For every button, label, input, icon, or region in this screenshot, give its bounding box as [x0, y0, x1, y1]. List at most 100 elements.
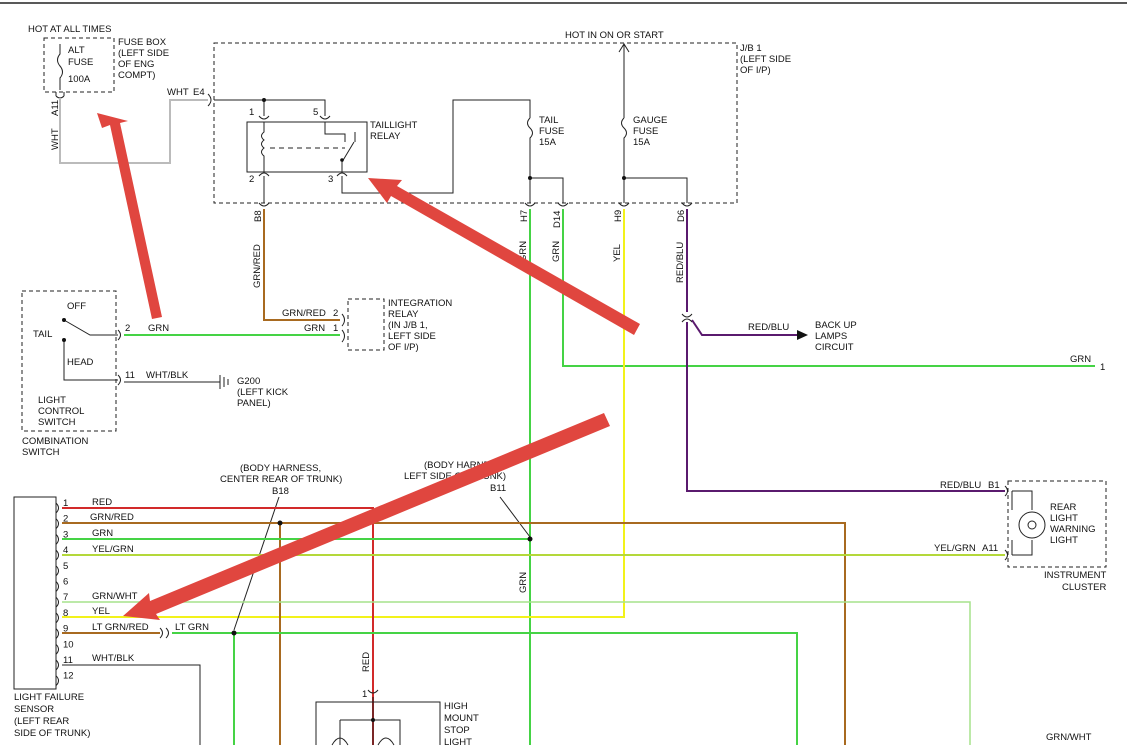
splice-b18-label-2: CENTER REAR OF TRUNK): [220, 474, 342, 485]
switch-pos-off: OFF: [67, 301, 86, 312]
wire-label-grn-relay: GRN: [304, 323, 325, 334]
high-mount-label-1: HIGH: [444, 701, 468, 712]
lfs-label-4: SIDE OF TRUNK): [14, 728, 90, 739]
grn-out-pin: 1: [1100, 362, 1105, 373]
wire-label-yel: YEL: [612, 244, 623, 262]
cluster-pin-a11: A11: [982, 543, 998, 554]
sensor-pin-label: 10: [63, 639, 74, 650]
ground-icon: [219, 375, 229, 389]
ground-label-1: G200: [237, 376, 260, 387]
fuse-box-wire-label: WHT: [50, 128, 61, 150]
cluster-lamp-label-4: LIGHT: [1050, 535, 1078, 546]
sensor-pin-connector: [55, 549, 59, 561]
wire-label-lt-grn: LT GRN: [175, 622, 209, 633]
wire-label-grn-red-vertical: GRN/RED: [252, 244, 263, 288]
sensor-pin-connector: [55, 643, 59, 655]
gauge-fuse-label-2: FUSE: [633, 126, 658, 137]
backup-lamps-label-1: BACK UP: [815, 320, 857, 331]
pin-b8: B8: [253, 210, 264, 222]
relay-coil-icon: [261, 122, 265, 172]
wire-label-red-vertical: RED: [361, 652, 372, 672]
instrument-cluster: REAR LIGHT WARNING LIGHT INSTRUMENT CLUS…: [1004, 480, 1107, 593]
sensor-pin-label: 7: [63, 592, 68, 603]
fuse-box-label-2: (LEFT SIDE: [118, 48, 169, 59]
jb1-label-2: (LEFT SIDE: [740, 54, 791, 65]
pin-d6: D6: [676, 210, 687, 222]
warning-light-bulb-icon: [1018, 511, 1046, 539]
wire-label-red-blu: RED/BLU: [675, 242, 686, 283]
sensor-pin-label: 6: [63, 577, 68, 588]
wire-label-grn-lower: GRN: [518, 572, 529, 593]
cluster-label-2: CLUSTER: [1062, 582, 1106, 593]
wire-label-grn-h7: GRN: [518, 241, 529, 262]
high-mount-pin: 1: [362, 689, 367, 700]
fuse-box: HOT AT ALL TIMES ALT FUSE 100A FUSE BOX …: [28, 24, 169, 150]
cluster-lamp-label-2: LIGHT: [1050, 513, 1078, 524]
cluster-label-1: INSTRUMENT: [1044, 570, 1106, 581]
relay-pin-1: 1: [249, 107, 254, 118]
taillight-relay-label-2: RELAY: [370, 131, 401, 142]
junction-block-1: HOT IN ON OR START J/B 1 (LEFT SIDE OF I…: [167, 30, 791, 228]
red-blu-wire-cluster: [686, 322, 1005, 492]
annotation-arrow-to-fuse-box: [97, 113, 162, 319]
alt-fuse-rating: 100A: [68, 74, 91, 85]
sensor-pin-label: 12: [63, 671, 74, 682]
fuse-box-label-1: FUSE BOX: [118, 37, 167, 48]
switch-pin-2: 2: [125, 323, 130, 334]
sensor-pin-label: 9: [63, 624, 68, 635]
integration-pin-2: 2: [333, 308, 338, 319]
grn-red-wire-b8: [263, 209, 340, 321]
sensor-pin-connector: [55, 502, 59, 514]
grn-wht-wire-pin7: [62, 601, 971, 745]
sensor-pin-label: 8: [63, 608, 68, 619]
pin-d14: D14: [552, 211, 563, 228]
switch-pin-11: 11: [125, 370, 135, 381]
wire-label-lt-grn-red: LT GRN/RED: [92, 622, 149, 633]
pin-h9: H9: [613, 210, 624, 222]
b11-leader-line: [499, 496, 531, 538]
connector-icon: [55, 92, 65, 99]
backup-lamps-label-2: LAMPS: [815, 331, 847, 342]
grn-wire-d14: [562, 209, 1095, 367]
wht-wire: [59, 98, 208, 164]
taillight-relay-label-1: TAILLIGHT: [370, 120, 418, 131]
tail-fuse-label-1: TAIL: [539, 115, 558, 126]
cluster-lamp-label-1: REAR: [1050, 502, 1077, 513]
wire-label-grn-right: GRN: [1070, 354, 1091, 365]
switch-label-2: CONTROL: [38, 406, 84, 417]
fuse-box-pin: A11: [50, 100, 61, 116]
yel-wire-h9: [160, 209, 625, 618]
sensor-pin-label: 1: [63, 498, 68, 509]
splice-b18-label-1: (BODY HARNESS,: [240, 463, 321, 474]
backup-lamps-label-3: CIRCUIT: [815, 342, 854, 353]
sensor-pin-label: 5: [63, 561, 68, 572]
combination-switch-label-1: COMBINATION: [22, 436, 88, 447]
relay-switch-icon: [324, 122, 356, 172]
wire-label-grn-wht-pin7: GRN/WHT: [92, 591, 138, 602]
wire-label-yel-grn-pin4: YEL/GRN: [92, 544, 134, 555]
high-mount-label-3: STOP: [444, 725, 470, 736]
integration-label-1: INTEGRATION: [388, 298, 452, 309]
lt-grn-wire: [172, 632, 798, 745]
red-wire-pin1: [62, 507, 374, 745]
high-mount-label-2: MOUNT: [444, 713, 479, 724]
sensor-pin-connector: [55, 675, 59, 687]
fuse-box-label-3: OF ENG: [118, 59, 154, 70]
wire-label-grn-red-relay: GRN/RED: [282, 308, 326, 319]
hot-at-all-times-label: HOT AT ALL TIMES: [28, 24, 111, 35]
taillight-relay-box: [246, 121, 368, 173]
sensor-pin-connector: [55, 534, 59, 545]
arrow-to-backup-icon: [797, 330, 808, 340]
lfs-label-1: LIGHT FAILURE: [14, 692, 84, 703]
ground-label-2: (LEFT KICK: [237, 387, 289, 398]
sensor-pin-label: 2: [63, 514, 68, 525]
high-mount-label-4: LIGHT: [444, 737, 472, 747]
tail-fuse-icon: [527, 117, 533, 178]
wire-label-yel-grn-cluster: YEL/GRN: [934, 543, 976, 554]
integration-label-2: RELAY: [388, 309, 419, 320]
alt-fuse-icon: [57, 44, 63, 90]
sensor-pin-connector: [55, 612, 59, 624]
integration-label-5: OF I/P): [388, 342, 419, 353]
sensor-pin-connector: [55, 596, 59, 608]
wire-label-red-blu-cluster: RED/BLU: [940, 480, 981, 491]
